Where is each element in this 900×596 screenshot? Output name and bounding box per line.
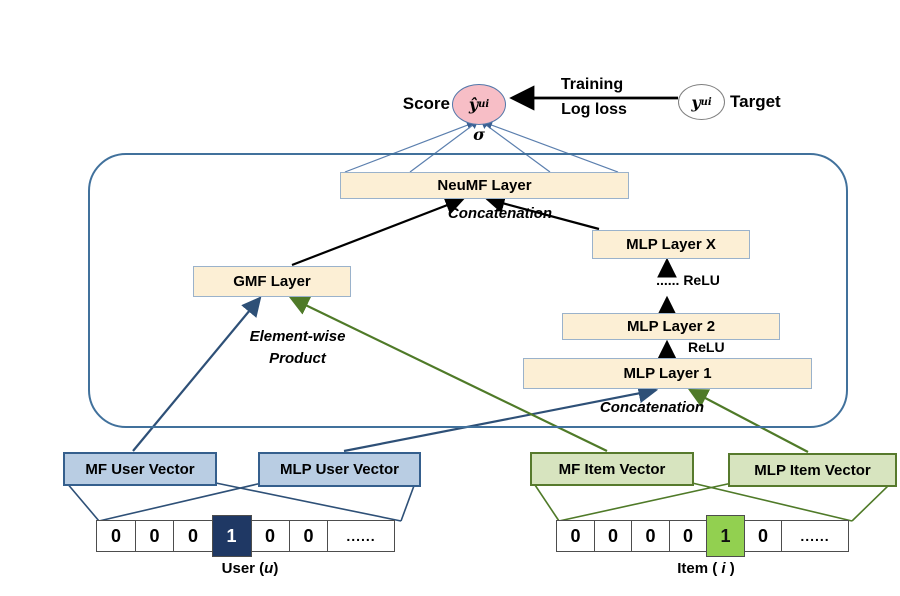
vector-cell-hot: 1 [706,515,745,557]
user-label-prefix: User ( [221,560,265,577]
vector-cell: 0 [288,520,329,552]
concatenation-top-label: Concatenation [447,205,553,222]
vector-cell: 0 [250,520,290,552]
vector-cell: 0 [668,520,708,552]
vector-cell: 0 [96,520,136,552]
vector-cell: 0 [134,520,175,552]
vector-cell: 0 [631,520,670,552]
score-symbol: ŷ [468,95,479,114]
mf-user-vector-box: MF User Vector [63,452,217,486]
vector-cell-hot: 1 [211,515,252,557]
item-label-prefix: Item ( [677,560,722,577]
dots-relu-label: ...... ReLU [656,272,720,288]
vector-cell-ellipsis: ...... [781,520,849,552]
target-symbol: y [691,92,701,112]
vector-cell: 0 [173,520,213,552]
user-one-hot-vector: 0 0 0 1 0 0 ...... [96,513,395,559]
neumf-layer-box: NeuMF Layer [340,172,629,199]
score-label: Score [402,94,450,113]
training-label: Training [560,76,624,93]
element-wise-line1: Element-wise [249,328,346,345]
mlp-layer-x-box: MLP Layer X [592,230,750,259]
score-symbol-subscript: ui [478,99,490,110]
concatenation-bottom-label: Concatenation [599,399,705,416]
target-label: Target [730,92,781,111]
element-wise-product-label: Element-wise Product [225,326,370,370]
model-container-frame [88,153,848,428]
item-label-variable: i [721,560,726,577]
gmf-layer-box: GMF Layer [193,266,351,297]
user-input-label: User (u) [96,560,404,577]
vector-cell-ellipsis: ...... [327,520,395,552]
log-loss-label: Log loss [561,101,627,118]
user-label-suffix: ) [273,560,279,577]
vector-cell: 0 [593,520,633,552]
relu-label: ReLU [688,339,725,355]
mlp-layer-1-box: MLP Layer 1 [523,358,812,389]
item-one-hot-vector: 0 0 0 0 1 0 ...... [556,513,849,559]
item-label-suffix: ) [725,560,735,577]
element-wise-line2: Product [269,350,326,367]
vector-cell: 0 [743,520,783,552]
mlp-layer-2-box: MLP Layer 2 [562,313,780,340]
item-input-label: Item ( i ) [556,560,856,577]
user-label-variable: u [264,560,274,577]
mlp-item-vector-box: MLP Item Vector [728,453,897,487]
mf-item-vector-box: MF Item Vector [530,452,694,486]
mlp-user-vector-box: MLP User Vector [258,452,421,487]
target-symbol-subscript: ui [700,96,712,108]
sigma-activation-label: σ [473,125,485,144]
vector-cell: 0 [556,520,595,552]
